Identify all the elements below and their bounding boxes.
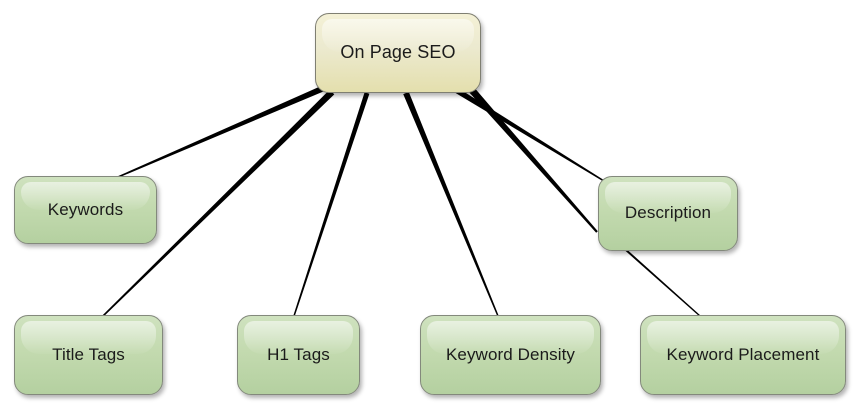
node-label: H1 Tags — [267, 344, 330, 364]
node-keyword-placement[interactable]: Keyword Placement — [640, 315, 846, 395]
edge-root-h1-tags — [293, 92, 370, 317]
node-title-tags[interactable]: Title Tags — [14, 315, 163, 395]
edge-root-description — [454, 87, 605, 182]
node-label: Keyword Density — [445, 344, 576, 364]
edge-root-keyword-density — [403, 91, 499, 317]
node-label: Title Tags — [52, 344, 125, 364]
node-description[interactable]: Description — [598, 176, 738, 251]
node-label: Keyword Placement — [666, 344, 820, 364]
node-label: Description — [624, 203, 712, 223]
node-keyword-density[interactable]: Keyword Density — [420, 315, 601, 395]
node-label: Keywords — [47, 199, 124, 219]
node-on-page-seo[interactable]: On Page SEO — [315, 13, 481, 93]
edge-description-keyword-placement — [625, 249, 701, 317]
edge-root-keyword-placement — [467, 85, 598, 233]
node-label: On Page SEO — [340, 42, 456, 63]
edge-root-keywords — [117, 85, 326, 178]
node-keywords[interactable]: Keywords — [14, 176, 157, 244]
node-h1-tags[interactable]: H1 Tags — [237, 315, 360, 395]
